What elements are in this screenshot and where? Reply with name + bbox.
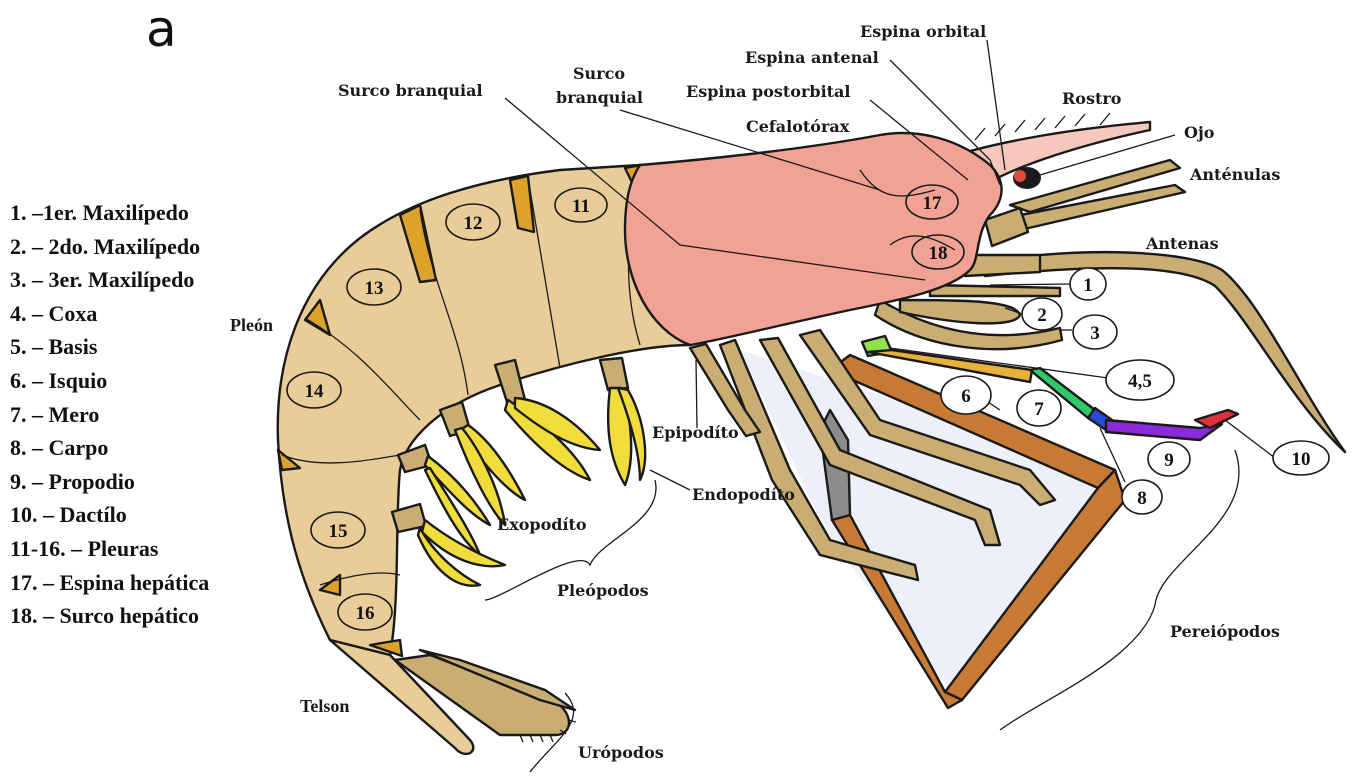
label-espina-antenal: Espina antenal xyxy=(745,48,879,67)
label-4-5: 4,5 xyxy=(1128,371,1152,392)
number-oval: 3 xyxy=(1073,315,1117,349)
label-15: 15 xyxy=(329,521,348,542)
number-oval: 7 xyxy=(1017,390,1061,426)
pleopod xyxy=(495,360,600,480)
number-oval: 4,5 xyxy=(1106,360,1174,400)
label-rostro: Rostro xyxy=(1062,89,1122,108)
label-ojo: Ojo xyxy=(1184,123,1215,142)
label-1: 1 xyxy=(1083,275,1093,296)
label-antenas: Antenas xyxy=(1145,234,1219,253)
number-oval: 9 xyxy=(1148,442,1190,476)
number-oval: 6 xyxy=(941,376,991,414)
label-pereiopodos: Pereiópodos xyxy=(1170,622,1280,641)
label-3: 3 xyxy=(1090,323,1100,344)
label-surco-branquial-2b: branquial xyxy=(556,88,643,107)
label-surco-branquial-2: Surco xyxy=(573,64,625,83)
label-exopodito: Exopodíto xyxy=(497,515,587,534)
label-14: 14 xyxy=(305,381,325,402)
label-8: 8 xyxy=(1137,488,1147,509)
label-11: 11 xyxy=(572,196,590,217)
label-telson: Telson xyxy=(300,696,349,716)
label-12: 12 xyxy=(464,213,483,234)
label-18: 18 xyxy=(929,243,948,264)
number-oval: 8 xyxy=(1122,480,1162,514)
label-epipodito: Epipodíto xyxy=(652,423,739,442)
number-oval: 1 xyxy=(1070,268,1106,300)
label-pleon: Pleón xyxy=(230,315,273,335)
label-17: 17 xyxy=(923,193,943,214)
label-endopodito: Endopodíto xyxy=(692,485,795,504)
label-surco-branquial: Surco branquial xyxy=(338,81,483,100)
label-2: 2 xyxy=(1037,305,1047,326)
label-7: 7 xyxy=(1034,399,1044,420)
label-espina-postorbital: Espina postorbital xyxy=(686,82,851,101)
label-antenulas: Anténulas xyxy=(1189,165,1280,184)
label-13: 13 xyxy=(365,278,384,299)
label-espina-orbital: Espina orbital xyxy=(860,22,986,41)
number-oval: 10 xyxy=(1273,441,1329,475)
label-6: 6 xyxy=(961,386,971,407)
label-uropodos: Urópodos xyxy=(578,743,664,762)
pleopod xyxy=(600,358,645,485)
label-cefalotorax: Cefalotórax xyxy=(746,117,850,136)
label-pleopodos: Pleópodos xyxy=(557,581,649,600)
maxilliped-1 xyxy=(930,285,1060,296)
number-oval: 2 xyxy=(1022,298,1062,330)
label-9: 9 xyxy=(1164,450,1174,471)
label-10: 10 xyxy=(1292,449,1311,470)
label-16: 16 xyxy=(356,603,375,624)
